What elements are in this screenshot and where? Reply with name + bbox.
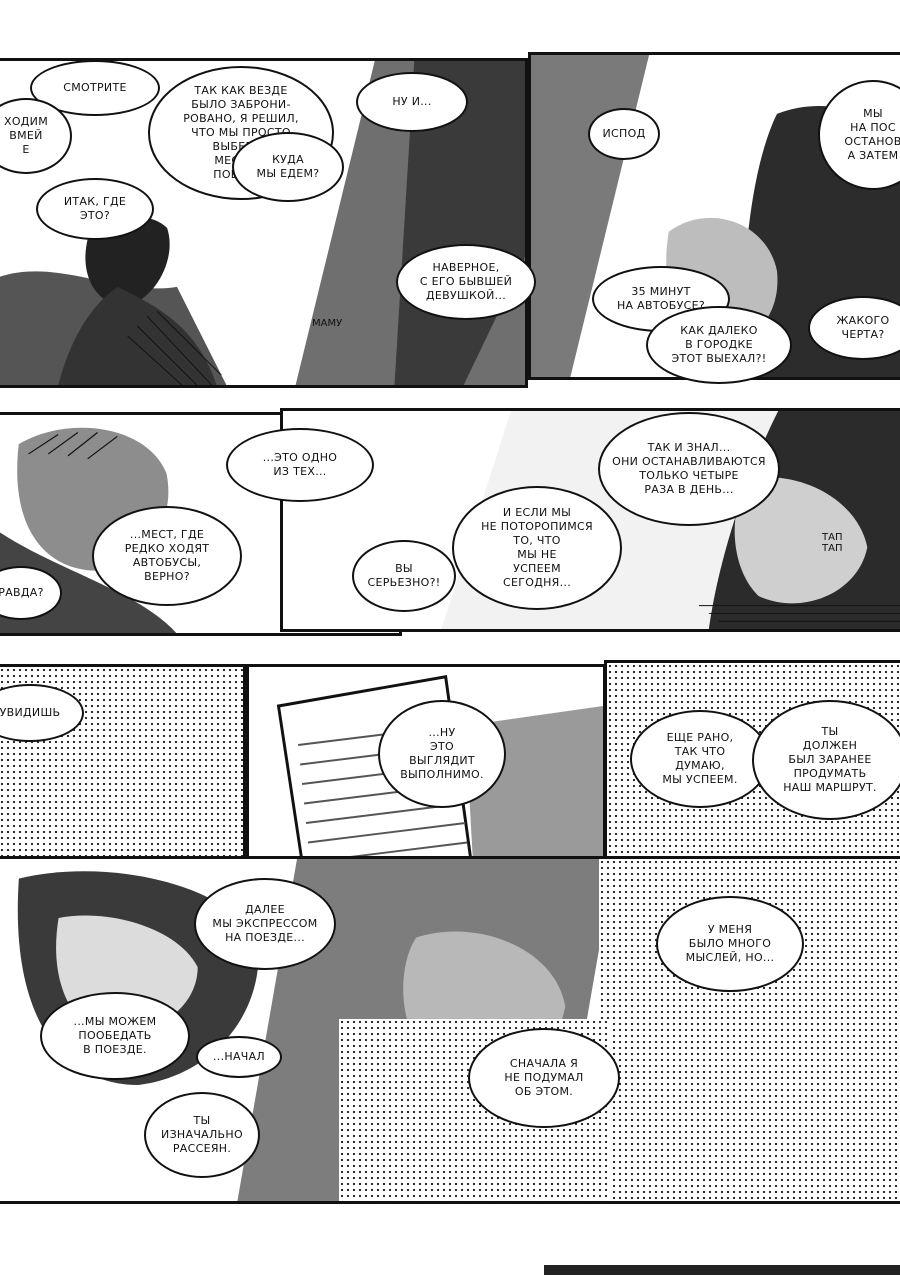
speech-balloon: ХОДИМ ВМЕЙ Е — [0, 98, 72, 174]
speech-balloon: ...ЭТО ОДНО ИЗ ТЕХ... — [226, 428, 374, 502]
speech-balloon: ...МЫ МОЖЕМ ПООБЕДАТЬ В ПОЕЗДЕ. — [40, 992, 190, 1080]
speech-balloon: У МЕНЯ БЫЛО МНОГО МЫСЛЕЙ, НО... — [656, 896, 804, 992]
page-edge-bar — [544, 1265, 900, 1275]
speech-balloon: ТЫ ИЗНАЧАЛЬНО РАССЕЯН. — [144, 1092, 260, 1178]
speech-balloon: КУДА МЫ ЕДЕМ? — [232, 132, 344, 202]
speech-balloon: ...МЕСТ, ГДЕ РЕДКО ХОДЯТ АВТОБУСЫ, ВЕРНО… — [92, 506, 242, 606]
speech-balloon: СНАЧАЛА Я НЕ ПОДУМАЛ ОБ ЭТОМ. — [468, 1028, 620, 1128]
speech-balloon: КАК ДАЛЕКО В ГОРОДКЕ ЭТОТ ВЫЕХАЛ?! — [646, 306, 792, 384]
panel-row3-left-top — [0, 664, 246, 869]
speech-balloon: ЕЩЕ РАНО, ТАК ЧТО ДУМАЮ, МЫ УСПЕЕМ. — [630, 710, 770, 808]
speech-balloon: ...НАЧАЛ — [196, 1036, 282, 1078]
speech-balloon: ИТАК, ГДЕ ЭТО? — [36, 178, 154, 240]
speech-balloon: ИСПОД — [588, 108, 660, 160]
sound-effect: ТАП ТАП — [822, 532, 843, 554]
speech-balloon: НУ И... — [356, 72, 468, 132]
speech-balloon: НАВЕРНОЕ, С ЕГО БЫВШЕЙ ДЕВУШКОЙ... — [396, 244, 536, 320]
speech-balloon: ВЫ СЕРЬЕЗНО?! — [352, 540, 456, 612]
speech-balloon: ЖАКОГО ЧЕРТА? — [808, 296, 900, 360]
speech-balloon: ТАК И ЗНАЛ... ОНИ ОСТАНАВЛИВАЮТСЯ ТОЛЬКО… — [598, 412, 780, 526]
speech-balloon: И ЕСЛИ МЫ НЕ ПОТОРОПИМСЯ ТО, ЧТО МЫ НЕ У… — [452, 486, 622, 610]
sound-effect: МАМУ — [312, 318, 343, 329]
speech-balloon: УВИДИШЬ — [0, 684, 84, 742]
speech-balloon: ДАЛЕЕ МЫ ЭКСПРЕССОМ НА ПОЕЗДЕ... — [194, 878, 336, 970]
speech-balloon: ТЫ ДОЛЖЕН БЫЛ ЗАРАНЕЕ ПРОДУМАТЬ НАШ МАРШ… — [752, 700, 900, 820]
speech-balloon: ...НУ ЭТО ВЫГЛЯДИТ ВЫПОЛНИМО. — [378, 700, 506, 808]
